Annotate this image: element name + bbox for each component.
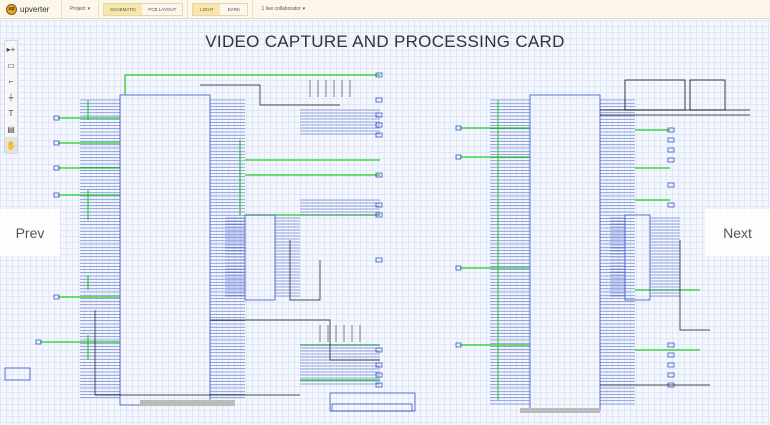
- component-box: [375, 97, 383, 103]
- logo-text: upverter: [20, 4, 50, 14]
- bus-line: [679, 240, 710, 331]
- component-box: [455, 265, 462, 271]
- theme-toggle: LIGHT DARK: [192, 2, 249, 16]
- dark-theme-button[interactable]: DARK: [227, 6, 241, 12]
- chevron-down-icon: ▾: [87, 6, 91, 12]
- component-tool-icon[interactable]: ▭: [7, 60, 15, 70]
- bus-line: [94, 310, 300, 396]
- chevron-down-icon: ▾: [302, 6, 306, 12]
- text-tool-icon[interactable]: T: [8, 108, 14, 118]
- bus-line: [200, 84, 340, 106]
- upverter-logo[interactable]: up upverter: [6, 3, 61, 15]
- component-box: [624, 79, 686, 111]
- component-box: [53, 140, 60, 146]
- component-box: [529, 94, 601, 411]
- note-tool-icon[interactable]: ▤: [7, 124, 15, 134]
- component-box: [53, 165, 60, 171]
- component-box: [53, 294, 60, 300]
- component-box: [455, 154, 462, 160]
- component-box: [667, 147, 675, 153]
- component-box: [375, 382, 383, 388]
- view-mode-toggle: SCHEMATIC PCB LAYOUT: [103, 2, 184, 16]
- bus-line: [210, 319, 380, 361]
- component-box: [375, 257, 383, 263]
- component-box: [375, 72, 383, 78]
- pan-tool-icon[interactable]: ✋: [5, 137, 17, 153]
- component-box: [667, 127, 675, 133]
- component-box: [667, 342, 675, 348]
- component-box: [455, 342, 462, 348]
- component-box: [375, 172, 383, 178]
- schematic-title: VIDEO CAPTURE AND PROCESSING CARD: [205, 32, 565, 51]
- component-box: [667, 157, 675, 163]
- project-menu[interactable]: Project▾: [62, 6, 98, 12]
- component-box: [455, 125, 462, 131]
- prev-button[interactable]: Prev: [0, 209, 60, 256]
- tool-palette: ▸+ ▭ ⌐ ⏚ T ▤ ✋: [4, 40, 18, 154]
- component-box: [689, 79, 726, 111]
- component-box: [53, 115, 60, 121]
- component-box: [667, 362, 675, 368]
- component-box: [375, 112, 383, 118]
- component-box: [53, 192, 60, 198]
- schematic-tab[interactable]: SCHEMATIC: [104, 3, 143, 15]
- light-theme-button[interactable]: LIGHT: [193, 3, 221, 15]
- collaborators-menu[interactable]: 1 live collaborator▾: [253, 6, 313, 12]
- schematic-canvas[interactable]: [0, 20, 770, 425]
- bus-line: [289, 240, 321, 301]
- component-box: [667, 182, 675, 188]
- project-label: Project: [70, 6, 86, 12]
- logo-icon: up: [6, 3, 17, 15]
- component-box: [331, 403, 413, 412]
- component-box: [624, 214, 651, 301]
- wire-tool-icon[interactable]: ⌐: [8, 76, 14, 86]
- pcb-layout-tab[interactable]: PCB LAYOUT: [148, 6, 177, 12]
- component-box: [667, 352, 675, 358]
- component-box: [667, 137, 675, 143]
- bus-bar: [520, 408, 600, 413]
- component-box: [375, 362, 383, 368]
- component-box: [375, 202, 383, 208]
- select-tool-icon[interactable]: ▸+: [6, 44, 16, 54]
- top-bar: up upverter Project▾ SCHEMATIC PCB LAYOU…: [0, 0, 770, 19]
- component-box: [329, 392, 416, 412]
- component-box: [4, 367, 31, 381]
- component-box: [667, 372, 675, 378]
- component-box: [119, 94, 211, 406]
- collaborators-label: 1 live collaborator: [261, 6, 301, 12]
- component-box: [375, 132, 383, 138]
- bus-bar: [140, 400, 235, 406]
- component-box: [375, 347, 383, 353]
- component-box: [35, 339, 42, 345]
- next-button[interactable]: Next: [705, 209, 770, 256]
- component-box: [244, 214, 276, 301]
- ground-tool-icon[interactable]: ⏚: [7, 92, 15, 102]
- component-box: [667, 202, 675, 208]
